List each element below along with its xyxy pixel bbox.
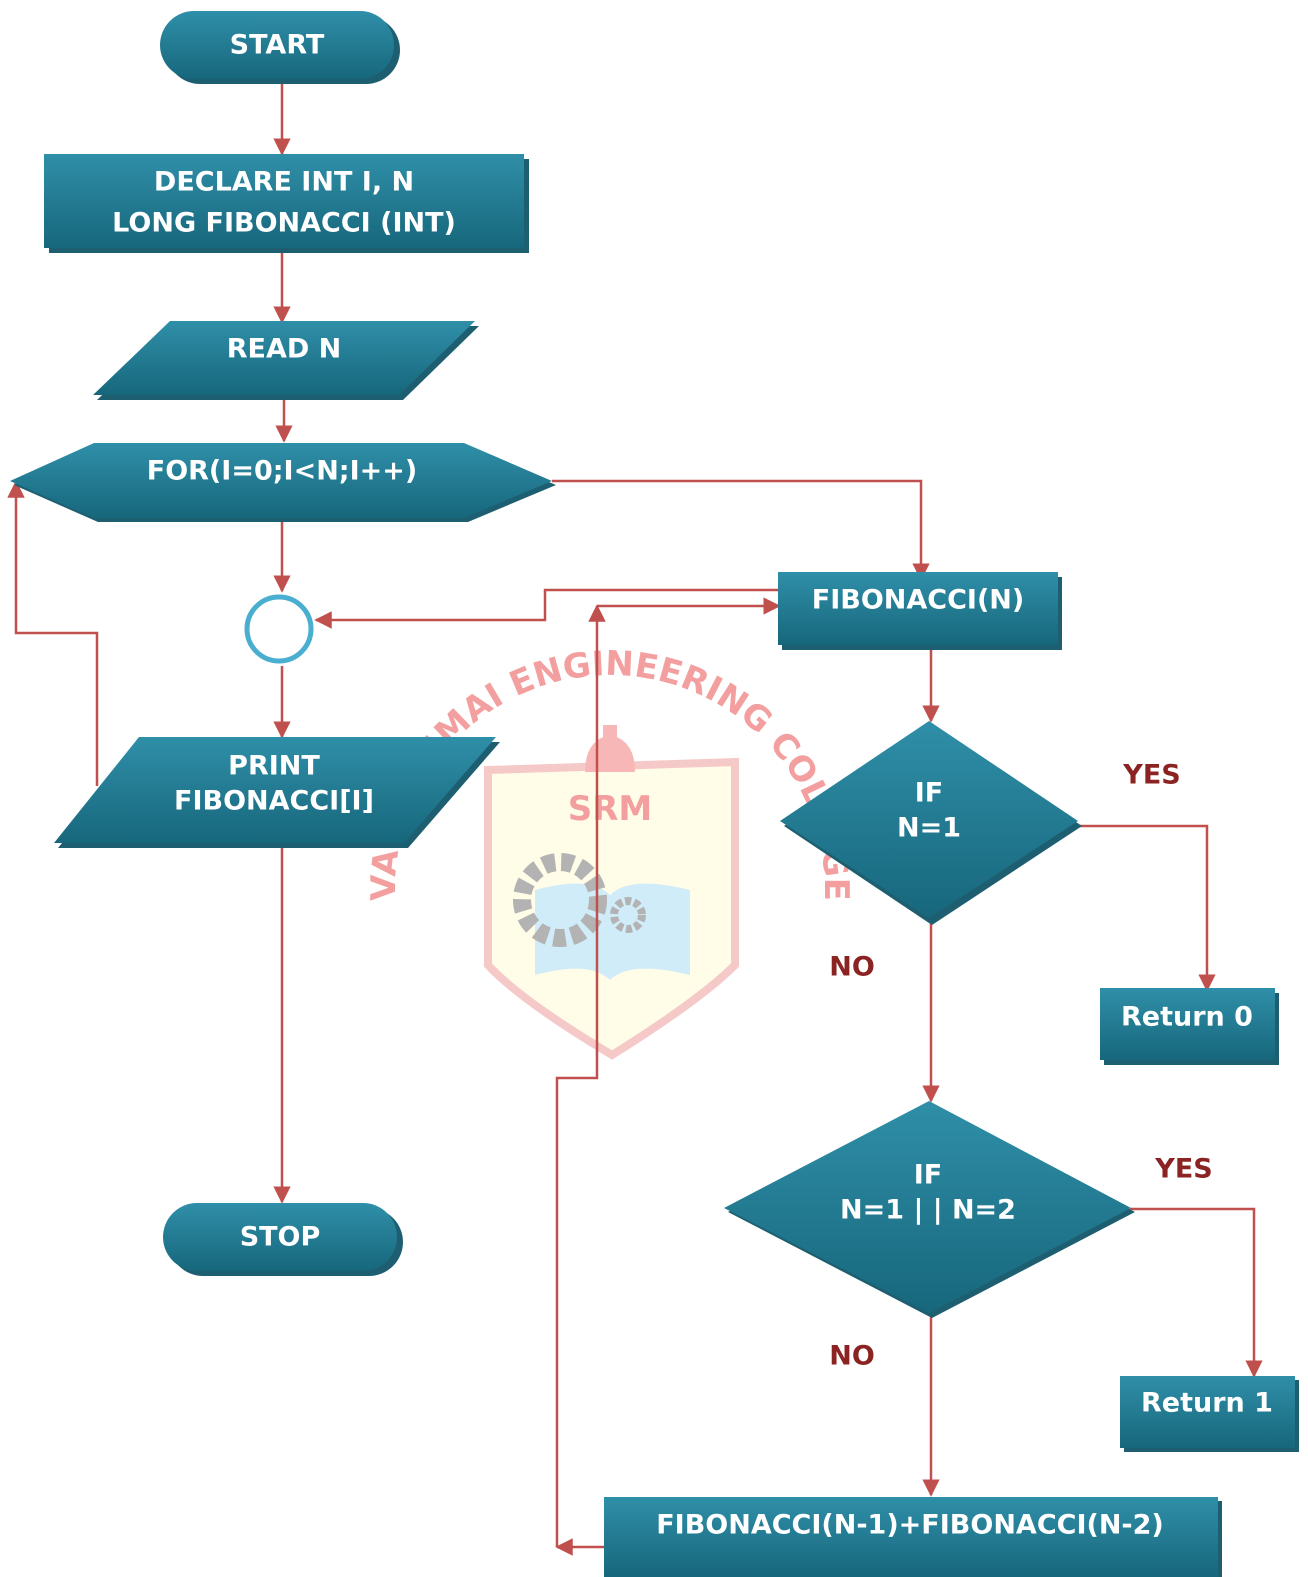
read-label: READ N xyxy=(227,334,342,365)
return0-process: Return 0 xyxy=(1100,988,1279,1065)
if2-decision: IF N=1 | | N=2 xyxy=(724,1101,1135,1318)
arrow-for-to-fibonacci xyxy=(552,479,930,581)
print-output: PRINT FIBONACCI[I] xyxy=(54,737,500,848)
return0-label: Return 0 xyxy=(1121,1002,1253,1033)
if2-yes-label: YES xyxy=(1154,1154,1212,1185)
arrow-fibonacci-return xyxy=(314,588,778,629)
fibonacci-call-process: FIBONACCI(N) xyxy=(778,572,1062,650)
print-line1: PRINT xyxy=(228,751,320,782)
if1-line1: IF xyxy=(915,778,944,809)
bell-icon xyxy=(585,725,635,772)
read-input: READ N xyxy=(93,321,479,400)
if1-no-label: NO xyxy=(829,952,875,983)
arrow-if1-yes xyxy=(1078,824,1216,992)
connectors xyxy=(7,83,1263,1556)
start-terminal: START xyxy=(160,11,400,84)
return1-process: Return 1 xyxy=(1120,1376,1299,1452)
declare-process: DECLARE INT I, N LONG FIBONACCI (INT) xyxy=(44,154,529,253)
recursive-call-process: FIBONACCI(N-1)+FIBONACCI(N-2) xyxy=(604,1497,1222,1577)
on-page-connector xyxy=(244,594,314,664)
if2-line1: IF xyxy=(914,1160,943,1191)
declare-line1: DECLARE INT I, N xyxy=(154,167,414,198)
college-watermark: VALLIAMMAI ENGINEERING COLLEGE SRM xyxy=(364,644,856,1060)
print-line2: FIBONACCI[I] xyxy=(174,786,374,817)
for-loop-label: FOR(I=0;I<N;I++) xyxy=(147,456,417,487)
stop-terminal: STOP xyxy=(163,1203,403,1276)
start-label: START xyxy=(230,30,325,61)
stop-label: STOP xyxy=(240,1222,321,1253)
recursive-call-label: FIBONACCI(N-1)+FIBONACCI(N-2) xyxy=(656,1510,1164,1541)
if1-line2: N=1 xyxy=(897,813,961,844)
return1-label: Return 1 xyxy=(1141,1388,1273,1419)
declare-line2: LONG FIBONACCI (INT) xyxy=(112,208,456,239)
arrow-if2-yes xyxy=(1130,1207,1263,1378)
for-loop-preparation: FOR(I=0;I<N;I++) xyxy=(10,443,556,522)
watermark-srm: SRM xyxy=(568,789,653,829)
arrow-recurse-up xyxy=(555,604,606,1547)
arrow-print-loop-back xyxy=(7,480,99,786)
book-icon xyxy=(535,883,690,980)
if2-line2: N=1 | | N=2 xyxy=(840,1195,1016,1226)
if1-decision: IF N=1 xyxy=(780,721,1082,925)
if2-no-label: NO xyxy=(829,1341,875,1372)
fibonacci-call-label: FIBONACCI(N) xyxy=(812,585,1024,616)
if1-yes-label: YES xyxy=(1122,760,1180,791)
